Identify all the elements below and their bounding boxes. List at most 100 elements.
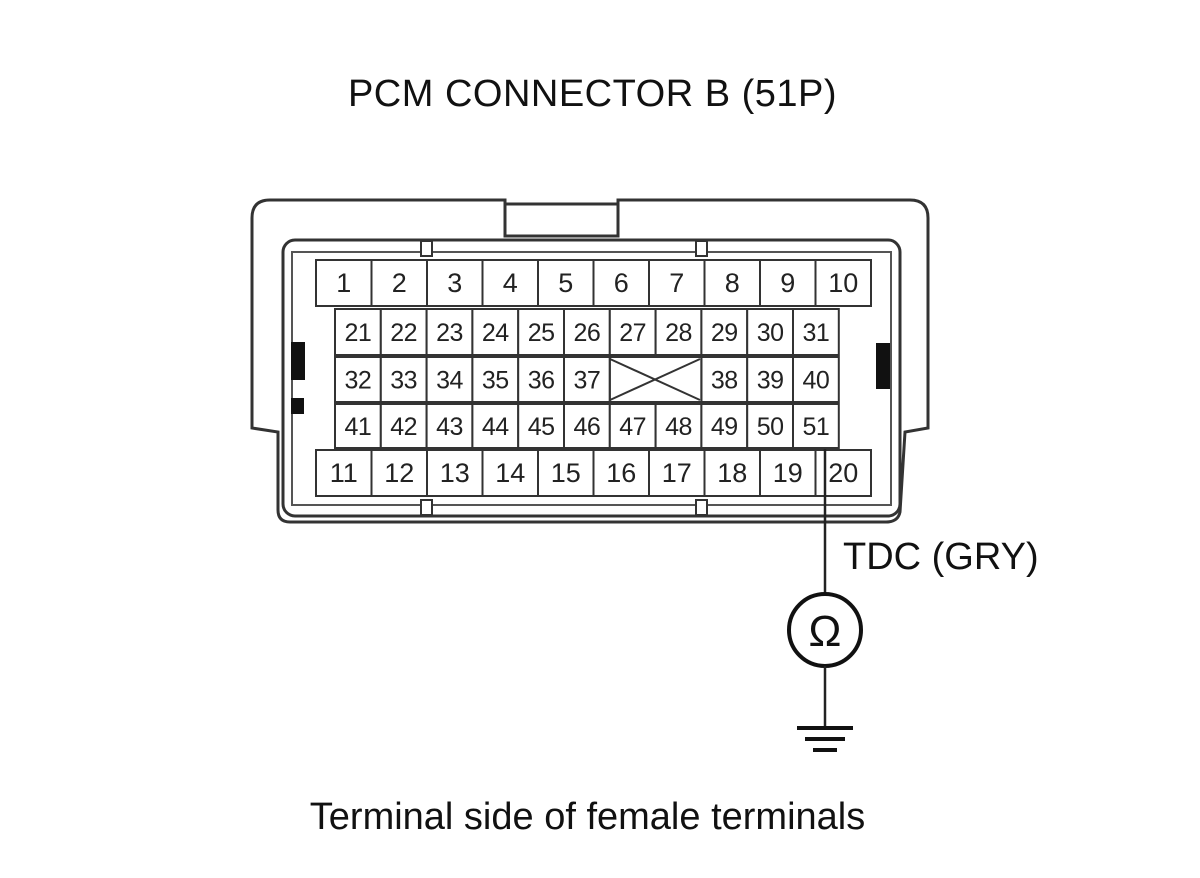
terminal-number: 1 bbox=[336, 268, 351, 298]
terminal-number: 9 bbox=[780, 268, 795, 298]
terminal-number: 6 bbox=[614, 268, 629, 298]
terminal-number: 43 bbox=[436, 413, 463, 441]
terminal-number: 28 bbox=[665, 319, 692, 347]
terminal-number: 45 bbox=[528, 413, 555, 441]
terminal-number: 10 bbox=[828, 268, 858, 298]
terminal-number: 49 bbox=[711, 413, 738, 441]
terminal-number: 17 bbox=[662, 458, 692, 488]
terminal-number: 44 bbox=[482, 413, 509, 441]
terminal-number: 48 bbox=[665, 413, 692, 441]
terminal-number: 22 bbox=[390, 319, 417, 347]
terminal-number: 24 bbox=[482, 319, 509, 347]
terminal-cell bbox=[648, 259, 706, 307]
terminal-number: 35 bbox=[482, 367, 509, 395]
guide-nub bbox=[695, 240, 708, 257]
terminal-number: 41 bbox=[344, 413, 371, 441]
terminal-cell bbox=[648, 449, 706, 497]
ohm-symbol: Ω bbox=[809, 607, 842, 656]
terminal-cell bbox=[608, 308, 657, 356]
terminal-number: 7 bbox=[669, 268, 684, 298]
terminal-number: 34 bbox=[436, 367, 463, 395]
terminal-number: 26 bbox=[573, 319, 600, 347]
terminal-cell bbox=[792, 308, 840, 356]
terminal-number: 46 bbox=[573, 413, 600, 441]
terminal-number: 3 bbox=[447, 268, 462, 298]
terminal-number: 14 bbox=[495, 458, 525, 488]
guide-nub bbox=[695, 499, 708, 516]
terminal-number: 33 bbox=[390, 367, 417, 395]
terminal-cell bbox=[425, 356, 474, 403]
terminal-number: 19 bbox=[773, 458, 803, 488]
guide-nub bbox=[420, 499, 433, 516]
terminal-cell bbox=[517, 403, 566, 449]
terminal-cell bbox=[334, 403, 382, 449]
terminal-cell bbox=[746, 308, 795, 356]
connector-outer-shell bbox=[250, 198, 930, 524]
terminal-cell bbox=[654, 403, 703, 449]
diagram-caption: Terminal side of female terminals bbox=[309, 796, 866, 838]
terminal-number: 8 bbox=[725, 268, 740, 298]
terminal-number: 29 bbox=[711, 319, 738, 347]
guide-nub bbox=[420, 240, 433, 257]
terminal-cell bbox=[426, 259, 484, 307]
lock-tab-left bbox=[291, 342, 305, 380]
terminal-cell bbox=[563, 403, 611, 449]
ground-icon bbox=[797, 726, 853, 752]
terminal-cell bbox=[792, 356, 840, 403]
terminal-cell bbox=[703, 449, 761, 497]
terminal-number: 4 bbox=[503, 268, 518, 298]
diagram-title: PCM CONNECTOR B (51P) bbox=[347, 73, 838, 115]
terminal-number: 40 bbox=[802, 367, 829, 395]
connector-inner-housing bbox=[281, 238, 902, 518]
probe-wire-label: TDC (GRY) bbox=[843, 536, 1039, 578]
blocked-cavity bbox=[608, 356, 703, 403]
terminal-number: 13 bbox=[440, 458, 470, 488]
terminal-number: 16 bbox=[606, 458, 636, 488]
terminal-number: 32 bbox=[344, 367, 371, 395]
terminal-number: 47 bbox=[619, 413, 646, 441]
terminal-number: 38 bbox=[711, 367, 738, 395]
terminal-number: 11 bbox=[330, 458, 358, 488]
terminal-cell bbox=[370, 449, 428, 497]
terminal-cell bbox=[517, 308, 566, 356]
terminal-cell bbox=[425, 308, 474, 356]
terminal-number: 36 bbox=[528, 367, 555, 395]
terminal-cell bbox=[334, 356, 382, 403]
terminal-number: 25 bbox=[528, 319, 555, 347]
lock-tab-right bbox=[876, 343, 890, 389]
terminal-cell bbox=[700, 403, 749, 449]
terminal-number: 31 bbox=[802, 319, 829, 347]
terminal-number: 37 bbox=[573, 367, 600, 395]
terminal-cell bbox=[537, 259, 595, 307]
terminal-cell bbox=[481, 449, 539, 497]
terminal-cell bbox=[792, 403, 840, 449]
terminal-cell bbox=[703, 259, 761, 307]
terminal-cell bbox=[563, 356, 611, 403]
terminal-number: 2 bbox=[392, 268, 407, 298]
terminal-number: 30 bbox=[757, 319, 784, 347]
connector-latch bbox=[503, 202, 620, 238]
terminal-number: 42 bbox=[390, 413, 417, 441]
terminal-cell bbox=[379, 356, 428, 403]
ohmmeter-icon: Ω bbox=[787, 592, 863, 668]
terminal-number: 15 bbox=[551, 458, 581, 488]
terminal-number: 39 bbox=[757, 367, 784, 395]
terminal-number: 18 bbox=[717, 458, 747, 488]
terminal-number: 21 bbox=[344, 319, 371, 347]
terminal-cell bbox=[334, 308, 382, 356]
terminal-cell bbox=[471, 308, 520, 356]
terminal-number: 12 bbox=[384, 458, 414, 488]
terminal-cell bbox=[426, 449, 484, 497]
terminal-cell bbox=[379, 308, 428, 356]
terminal-number: 20 bbox=[828, 458, 858, 488]
terminal-cell bbox=[654, 308, 703, 356]
terminal-number: 5 bbox=[558, 268, 573, 298]
terminal-cell bbox=[592, 449, 650, 497]
terminal-number: 27 bbox=[619, 319, 646, 347]
terminal-cell bbox=[814, 259, 872, 307]
terminal-cell bbox=[746, 403, 795, 449]
lock-tab-left-small bbox=[291, 398, 304, 414]
terminal-cell bbox=[370, 259, 428, 307]
